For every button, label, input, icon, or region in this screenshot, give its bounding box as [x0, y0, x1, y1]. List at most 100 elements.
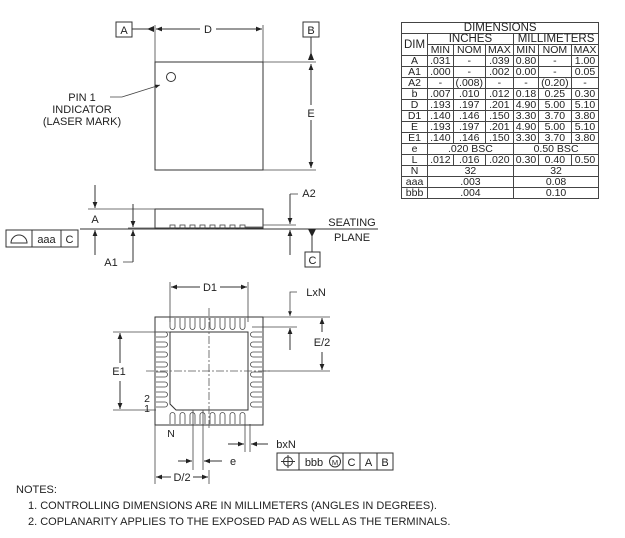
exposed-pad	[169, 331, 249, 411]
dim-a-label: A	[91, 214, 99, 226]
table-cell: 0.05	[570, 66, 600, 78]
table-cell: .150	[484, 132, 514, 144]
table-cell: 0.30	[512, 154, 540, 166]
table-cell: L	[400, 154, 429, 166]
table-cell: D	[400, 99, 429, 111]
pin-label-n: N	[167, 428, 175, 440]
dim-e-pitch-label: e	[230, 456, 236, 468]
pin1-indicator-circle	[166, 72, 176, 82]
dim-e2-label: E/2	[314, 337, 331, 349]
table-cell: .193	[427, 121, 454, 133]
datum-b-label: B	[307, 25, 314, 37]
table-cell: .197	[452, 99, 486, 111]
table-cell: 0.50 BSC	[512, 143, 600, 155]
table-cell: .003	[427, 176, 514, 188]
sub-header: NOM	[452, 44, 486, 56]
table-cell: 3.70	[538, 110, 572, 122]
table-cell: .140	[427, 110, 454, 122]
table-cell: 3.30	[512, 110, 540, 122]
table-cell: 4.90	[512, 121, 540, 133]
seating-plane-label-line2: PLANE	[334, 232, 370, 244]
table-cell: E	[400, 121, 429, 133]
table-cell: 32	[512, 165, 600, 177]
table-cell: -	[484, 77, 514, 89]
table-cell: 0.80	[512, 55, 540, 67]
table-cell: A1	[400, 66, 429, 78]
pin-label-1: 1	[144, 403, 150, 415]
table-cell: 4.90	[512, 99, 540, 111]
table-cell: .197	[452, 121, 486, 133]
table-cell: .007	[427, 88, 454, 100]
seating-plane-label-line1: SEATING	[328, 217, 375, 229]
table-cell: 0.30	[570, 88, 600, 100]
datum-c-triangle-icon	[308, 229, 316, 237]
table-cell: E1	[400, 132, 429, 144]
dim-d2-label: D/2	[173, 472, 190, 484]
flatness-tolerance: aaa	[37, 234, 56, 246]
mmc-modifier-icon	[329, 455, 341, 468]
dim-e1-label: E1	[112, 366, 125, 378]
dim-a1-label: A1	[104, 257, 117, 269]
table-cell: .016	[452, 154, 486, 166]
table-cell: .201	[484, 121, 514, 133]
right-pad-column	[250, 331, 262, 408]
table-cell: 0.10	[512, 187, 600, 199]
pin1-label-line2: INDICATOR	[52, 104, 112, 116]
table-cell: .002	[484, 66, 514, 78]
sub-header: MIN	[427, 44, 454, 56]
pin1-label-line3: (LASER MARK)	[43, 116, 121, 128]
dim-e-label: E	[307, 108, 314, 120]
datum-b-triangle-icon	[308, 52, 314, 60]
table-cell: 1.00	[570, 55, 600, 67]
table-cell: -	[452, 66, 486, 78]
flatness-datum: C	[66, 234, 74, 246]
table-cell: .039	[484, 55, 514, 67]
table-cell: b	[400, 88, 429, 100]
position-datum-1: C	[348, 457, 356, 469]
table-cell: 5.10	[570, 99, 600, 111]
dimensions-table: DIMENSIONS DIM INCHES MILLIMETERS MIN NO…	[400, 22, 600, 199]
table-cell: N	[400, 165, 429, 177]
top-view: A D B E PIN 1 INDICATOR (LASER MARK)	[43, 21, 320, 171]
table-cell: e	[400, 143, 429, 155]
table-cell: .193	[427, 99, 454, 111]
table-cell: 0.08	[512, 176, 600, 188]
table-subheader-row: MIN NOM MAX MIN NOM MAX	[402, 44, 600, 56]
pin-label-2: 2	[144, 393, 150, 405]
bottom-pad-row	[169, 412, 246, 424]
table-cell: -	[538, 66, 572, 78]
table-cell: 3.70	[538, 132, 572, 144]
position-symbol-icon	[281, 455, 295, 468]
datum-c-label: C	[309, 255, 317, 267]
top-pad-row	[169, 318, 246, 330]
left-pad-column	[156, 331, 168, 408]
flatness-control-frame: aaa C	[5, 229, 79, 248]
table-cell: .000	[427, 66, 454, 78]
table-cell: 0.00	[512, 66, 540, 78]
table-cell: .004	[427, 187, 514, 199]
table-cell: 3.80	[570, 132, 600, 144]
position-datum-3: B	[381, 457, 388, 469]
dim-bxn-label: bxN	[276, 439, 296, 451]
table-cell: 5.00	[538, 121, 572, 133]
side-view: A A1 A2 SEATING PLANE C aaa C	[5, 185, 378, 269]
table-cell: 32	[427, 165, 514, 177]
table-cell: .150	[484, 110, 514, 122]
table-cell: bbb	[400, 187, 429, 199]
table-cell: (0.20)	[538, 77, 572, 89]
package-top-outline	[154, 61, 264, 171]
position-tolerance: bbb	[305, 457, 323, 469]
table-cell: .146	[452, 132, 486, 144]
pin1-label-line1: PIN 1	[68, 92, 96, 104]
dim-lxn-label: LxN	[306, 287, 326, 299]
table-cell: .031	[427, 55, 454, 67]
